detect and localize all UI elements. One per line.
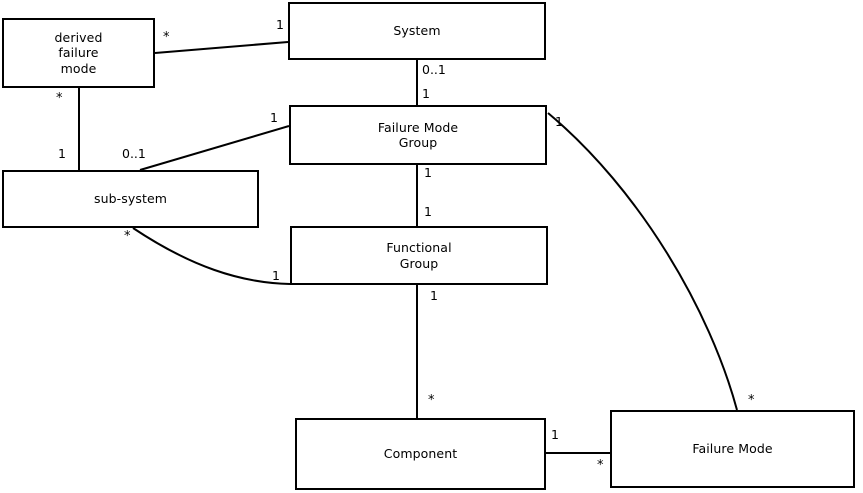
class-box-label-derived-failure-mode: derived failure mode [54, 30, 103, 76]
multiplicity-system-to-fmg-source: 0..1 [422, 62, 446, 77]
multiplicity-component-to-fm-source: 1 [551, 427, 559, 442]
multiplicity-fmg-to-fm-target: * [748, 393, 755, 408]
multiplicity-fg-to-component-target: * [428, 393, 435, 408]
multiplicity-system-to-fmg-target: 1 [422, 86, 430, 101]
multiplicity-subsystem-to-fmg-source: 0..1 [122, 146, 146, 161]
class-box-failure-mode-group[interactable]: Failure Mode Group [289, 105, 547, 165]
edge-sub-system-to-functional-group [132, 227, 291, 285]
multiplicity-subsystem-to-fg-target: 1 [272, 268, 280, 283]
multiplicity-derived-to-subsystem-source: * [56, 91, 63, 106]
class-box-label-failure-mode: Failure Mode [692, 441, 773, 457]
multiplicity-subsystem-to-fmg-target: 1 [270, 110, 278, 125]
multiplicity-fmg-to-fg-source: 1 [424, 165, 432, 180]
edge-sub-system-to-failure-mode-group [139, 125, 290, 171]
class-box-system[interactable]: System [288, 2, 546, 60]
edge-derived-to-system [154, 41, 289, 54]
multiplicity-derived-to-subsystem-target: 1 [58, 146, 66, 161]
class-box-label-component: Component [383, 446, 458, 462]
multiplicity-fg-to-component-source: 1 [430, 288, 438, 303]
class-box-sub-system[interactable]: sub-system [2, 170, 259, 228]
multiplicity-fmg-to-fm-source: 1 [555, 114, 563, 129]
class-box-label-sub-system: sub-system [93, 191, 168, 207]
class-box-functional-group[interactable]: Functional Group [290, 226, 548, 285]
multiplicity-subsystem-to-fg-source: * [124, 229, 131, 244]
multiplicity-component-to-fm-target: * [597, 458, 604, 473]
multiplicity-derived-to-system-target: 1 [276, 17, 284, 32]
class-box-derived-failure-mode[interactable]: derived failure mode [2, 18, 155, 88]
class-box-component[interactable]: Component [295, 418, 546, 490]
class-box-label-functional-group: Functional Group [386, 240, 452, 271]
multiplicity-fmg-to-fg-target: 1 [424, 204, 432, 219]
multiplicity-derived-to-system-source: * [163, 30, 170, 45]
class-box-label-system: System [393, 23, 441, 39]
edge-failure-mode-group-to-failure-mode [547, 112, 738, 411]
class-box-label-failure-mode-group: Failure Mode Group [377, 119, 459, 150]
class-box-failure-mode[interactable]: Failure Mode [610, 410, 855, 488]
